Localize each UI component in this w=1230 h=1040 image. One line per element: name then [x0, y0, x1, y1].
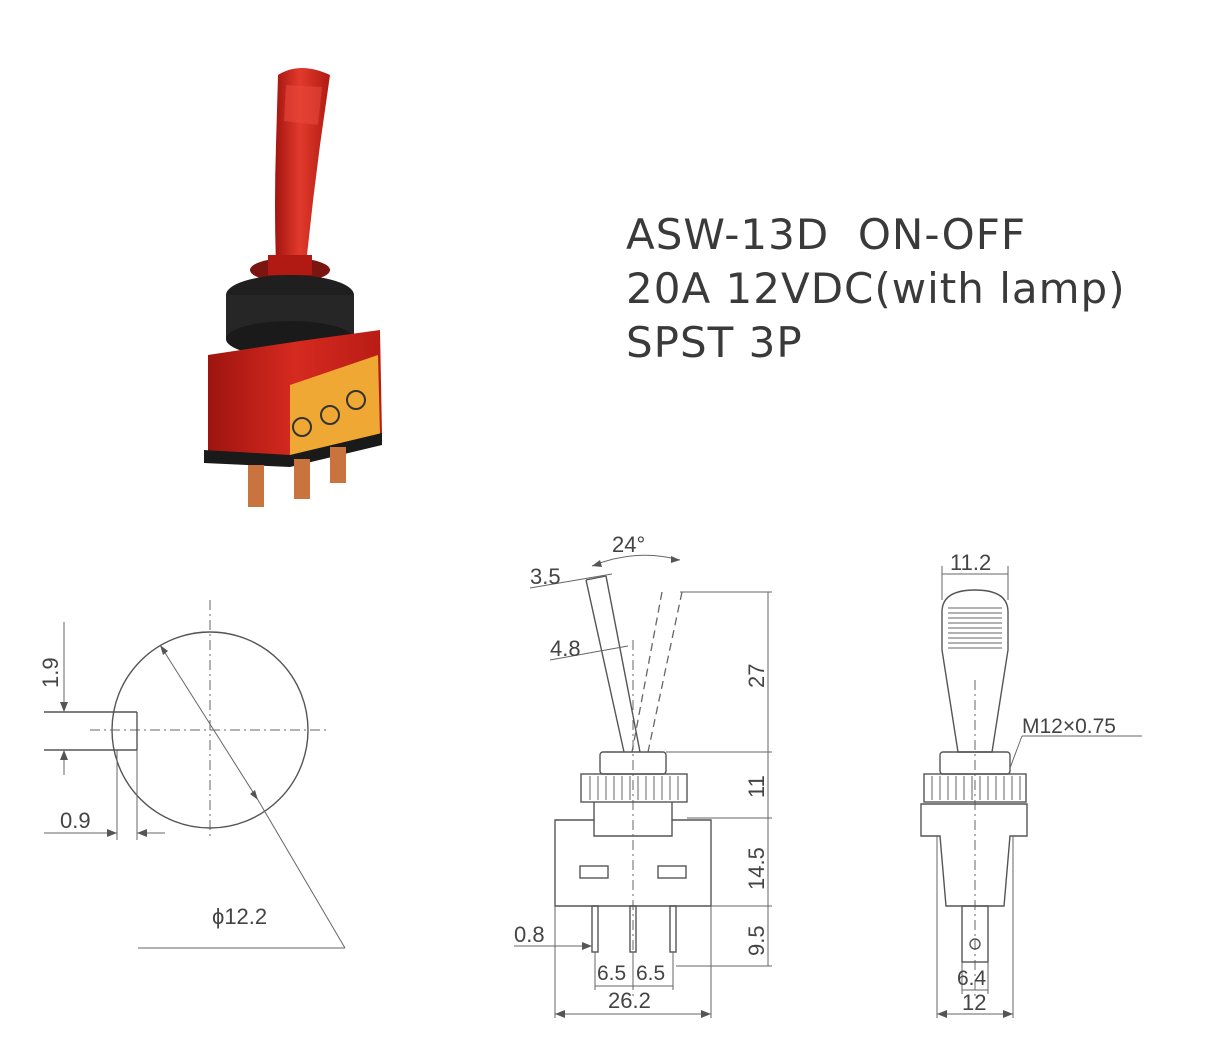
dim-0-9: 0.9: [60, 808, 91, 833]
switch-photo: [204, 68, 382, 507]
spec-rating: 20A 12VDC(with lamp): [626, 264, 1126, 313]
front-terminal-3: [669, 905, 677, 953]
front-view-drawing: 24° 3.5 4.8: [514, 532, 772, 1018]
terminal-right: [330, 447, 346, 483]
dim-0-8: 0.8: [514, 922, 545, 947]
terminal-left: [248, 465, 264, 507]
dim-11: 11: [744, 775, 769, 798]
spec-type: SPST 3P: [626, 318, 803, 367]
panel-cutout-drawing: ϕ12.2 1.9 0.9: [38, 600, 346, 949]
dim-11-2: 11.2: [950, 550, 991, 575]
dim-4-8: 4.8: [550, 636, 581, 661]
dim-3-5: 3.5: [530, 564, 561, 589]
dim-26-2: 26.2: [608, 988, 651, 1013]
dim-1-9: 1.9: [38, 657, 63, 688]
terminal-mid: [294, 459, 310, 499]
dim-9-5: 9.5: [744, 925, 769, 956]
spec-model: ASW-13D ON-OFF: [626, 210, 1027, 259]
front-terminal-1: [591, 905, 599, 953]
dim-angle: 24°: [612, 532, 645, 557]
side-view-drawing: 11.2 M12×0.75 6.4 12: [920, 550, 1142, 1018]
dim-6-5-left: 6.5: [597, 962, 626, 985]
dim-27: 27: [744, 664, 769, 688]
dim-14-5: 14.5: [744, 847, 769, 890]
dim-diameter: ϕ12.2: [212, 904, 267, 929]
side-lever-outline: [941, 589, 1009, 753]
dim-12: 12: [962, 990, 986, 1015]
dim-6-4: 6.4: [957, 967, 987, 990]
dim-thread: M12×0.75: [1022, 715, 1116, 738]
spec-block: ASW-13D ON-OFF 20A 12VDC(with lamp) SPST…: [626, 208, 1126, 370]
side-body-outline: [920, 803, 1028, 907]
dim-6-5-right: 6.5: [636, 962, 665, 985]
